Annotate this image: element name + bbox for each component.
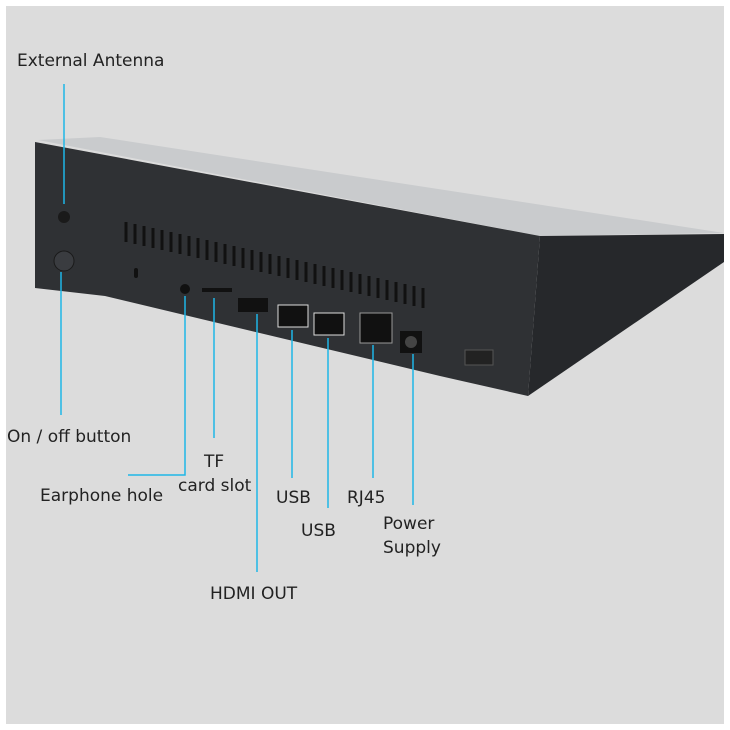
label-usb-2: USB xyxy=(301,521,336,541)
device-side-face xyxy=(528,234,724,396)
rj45-port xyxy=(359,312,393,344)
label-tf: TF xyxy=(204,452,225,472)
label-usb-1: USB xyxy=(276,488,311,508)
side-latch xyxy=(464,349,494,366)
label-rj45: RJ45 xyxy=(347,488,386,508)
lock-slot xyxy=(134,268,138,278)
antenna-connector xyxy=(58,211,70,223)
device-top-screen xyxy=(38,137,724,236)
dc-jack-hole xyxy=(405,336,417,348)
label-power: Power xyxy=(383,514,435,534)
background xyxy=(6,6,724,724)
label-external-antenna: External Antenna xyxy=(17,51,165,71)
tf-slot xyxy=(202,288,232,292)
device xyxy=(35,137,724,396)
label-supply: Supply xyxy=(383,538,441,558)
hdmi-port xyxy=(238,298,268,312)
power-button xyxy=(53,250,75,272)
leader-lines xyxy=(60,84,414,572)
label-on-off-button: On / off button xyxy=(7,427,132,447)
label-earphone-hole: Earphone hole xyxy=(40,486,164,506)
usb-port-2 xyxy=(313,312,345,336)
usb-port-1 xyxy=(277,304,309,328)
leader-earphone xyxy=(128,296,186,476)
label-card-slot: card slot xyxy=(178,476,252,496)
label-hdmi-out: HDMI OUT xyxy=(210,584,298,604)
vent-slots xyxy=(124,222,425,308)
earphone-jack xyxy=(180,284,190,294)
